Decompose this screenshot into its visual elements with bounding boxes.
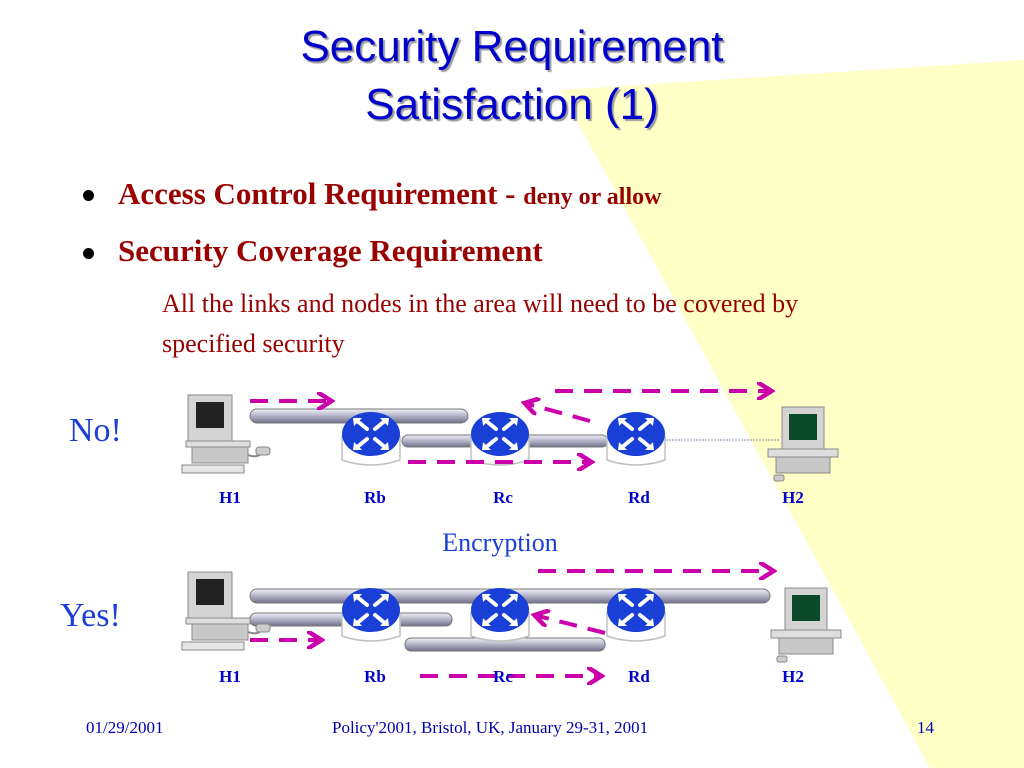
footer-date: 01/29/2001 xyxy=(86,718,164,737)
verdict-no: No! xyxy=(69,412,122,449)
node-label-rc-bottom: Rc xyxy=(493,667,513,686)
node-label-rb-bottom: Rb xyxy=(364,667,386,686)
node-label-h2-top: H2 xyxy=(782,488,804,507)
verdict-yes: Yes! xyxy=(60,597,121,634)
arrow-bottom-2 xyxy=(538,616,606,635)
encryption-label: Encryption xyxy=(442,528,558,557)
node-label-h2-bottom: H2 xyxy=(782,667,804,686)
pc-h2-top xyxy=(767,406,839,482)
router-rb-top xyxy=(340,410,402,467)
bullet-security-coverage: Security Coverage Requirement xyxy=(118,233,543,269)
router-rc-bottom xyxy=(469,586,531,643)
bullet-access-control: Access Control Requirement - deny or all… xyxy=(118,176,661,212)
bullet-dot-1 xyxy=(83,190,94,201)
router-rd-top xyxy=(605,410,667,467)
bullet-access-control-suffix: deny or allow xyxy=(523,184,662,210)
bullet-dot-2 xyxy=(83,248,94,259)
node-label-h1-top: H1 xyxy=(219,488,241,507)
router-rd-bottom xyxy=(605,586,667,643)
node-label-rc-top: Rc xyxy=(493,488,513,507)
pc-h2-bottom xyxy=(770,587,842,663)
arrow-top-3 xyxy=(528,404,591,423)
pc-h1-top xyxy=(181,394,271,474)
footer-venue: Policy'2001, Bristol, UK, January 29-31,… xyxy=(332,718,649,737)
bullet-security-coverage-main: Security Coverage Requirement xyxy=(118,233,543,268)
footer-page-number: 14 xyxy=(917,718,934,737)
router-rc-top xyxy=(469,410,531,467)
page-title-line-1: Security Requirement xyxy=(300,22,724,71)
page-title-line-2: Satisfaction (1) xyxy=(365,80,659,129)
node-label-rd-top: Rd xyxy=(628,488,650,507)
router-rb-bottom xyxy=(340,586,402,643)
bullet-access-control-main: Access Control Requirement - xyxy=(118,176,516,211)
node-label-h1-bottom: H1 xyxy=(219,667,241,686)
node-label-rd-bottom: Rd xyxy=(628,667,650,686)
coverage-description: All the links and nodes in the area will… xyxy=(162,289,799,358)
diagram-yes xyxy=(181,571,842,676)
diagram-no xyxy=(181,391,839,482)
node-label-rb-top: Rb xyxy=(364,488,386,507)
